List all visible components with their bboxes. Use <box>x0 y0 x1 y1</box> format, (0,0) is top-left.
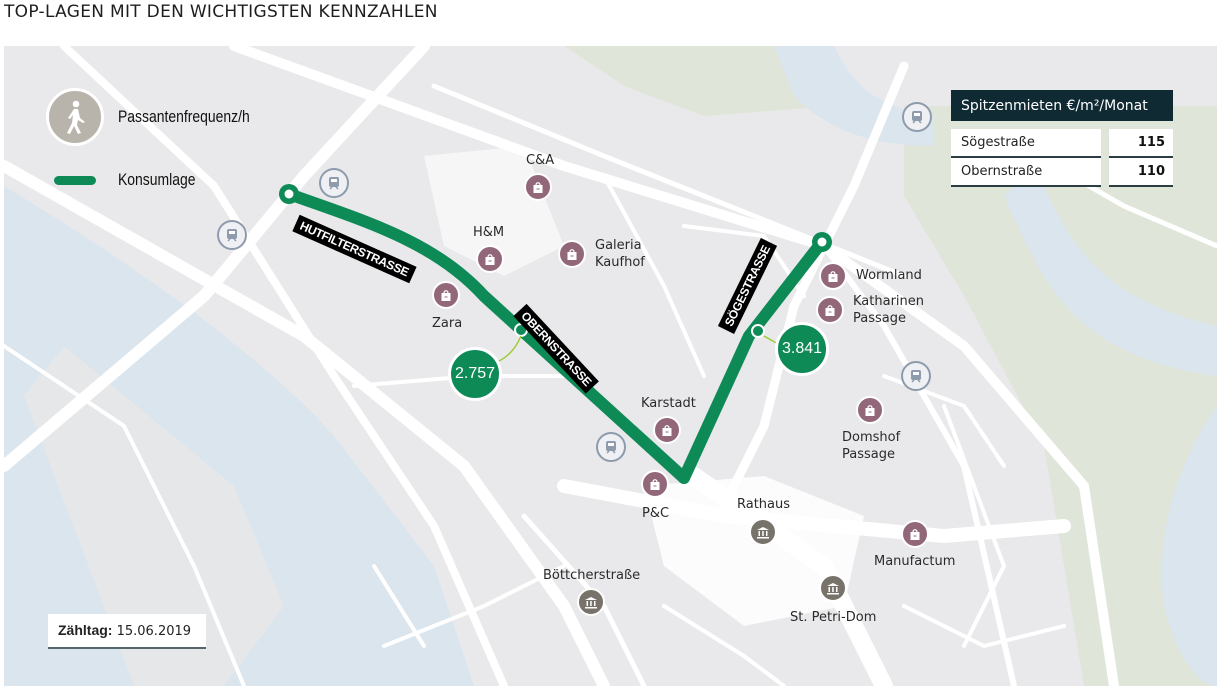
rent-value: 115 <box>1109 129 1173 158</box>
shopping-bag-icon[interactable] <box>641 470 669 498</box>
landmark-label-boettcherstrasse: Böttcherstraße <box>543 568 641 583</box>
shop-name-line2: Passage <box>842 447 895 462</box>
shop-label-karstadt: Karstadt <box>641 396 696 411</box>
legend-pedestrian-label: Passantenfrequenz/h <box>118 107 250 126</box>
landmark-building-icon[interactable] <box>749 518 777 546</box>
shopping-bag-icon[interactable] <box>816 296 844 324</box>
route-line-icon <box>54 175 96 185</box>
shopping-bag-icon[interactable] <box>819 262 847 290</box>
landmark-building-icon[interactable] <box>819 574 847 602</box>
legend-consumer: Konsumlage <box>54 170 213 190</box>
shop-name-line1: Katharinen <box>853 294 924 309</box>
shop-name-line1: Galeria <box>595 238 642 253</box>
rent-value: 110 <box>1109 158 1173 187</box>
map-base <box>4 46 1217 686</box>
shop-label-pc: P&C <box>642 506 670 521</box>
train-station-icon <box>217 220 247 250</box>
shop-name-line2: Passage <box>853 311 906 326</box>
rent-street: Obernstraße <box>951 158 1101 187</box>
rent-row: Sögestraße 115 <box>951 129 1173 158</box>
frequency-badge-soegestrasse: 3.841 <box>775 322 829 376</box>
count-day-label: Zähltag: <box>58 622 113 638</box>
shopping-bag-icon[interactable] <box>558 240 586 268</box>
landmark-label-st-petri-dom: St. Petri-Dom <box>790 610 877 625</box>
shopping-bag-icon[interactable] <box>901 520 929 548</box>
shopping-bag-icon[interactable] <box>524 173 552 201</box>
shopping-bag-icon[interactable] <box>432 281 460 309</box>
legend-pedestrian: Passantenfrequenz/h <box>46 88 279 146</box>
shop-label-zara: Zara <box>432 316 463 331</box>
train-station-icon <box>902 102 932 132</box>
page-title: TOP-LAGEN MIT DEN WICHTIGSTEN KENNZAHLEN <box>4 2 438 22</box>
shop-label-manufactum: Manufactum <box>874 554 956 569</box>
pedestrian-icon <box>46 88 104 146</box>
frequency-badge-obernstrasse: 2.757 <box>448 347 502 401</box>
rent-street: Sögestraße <box>951 129 1101 158</box>
train-station-icon <box>596 432 626 462</box>
count-day-date: 15.06.2019 <box>116 624 192 639</box>
rent-row: Obernstraße 110 <box>951 158 1173 187</box>
map[interactable]: Passantenfrequenz/h Konsumlage Spitzenmi… <box>4 46 1217 686</box>
consumer-route <box>283 188 828 484</box>
landmark-building-icon[interactable] <box>577 588 605 616</box>
train-station-icon <box>319 168 349 198</box>
train-station-icon <box>901 361 931 391</box>
legend-consumer-label: Konsumlage <box>118 170 196 189</box>
landmark-label-rathaus: Rathaus <box>737 497 791 512</box>
shopping-bag-icon[interactable] <box>653 416 681 444</box>
shop-label-wormland: Wormland <box>856 268 922 283</box>
shop-label-ca: C&A <box>526 153 555 168</box>
shop-name-line1: Domshof <box>842 430 901 445</box>
rent-table: Spitzenmieten €/m²/Monat Sögestraße 115 … <box>951 90 1173 187</box>
shopping-bag-icon[interactable] <box>476 245 504 273</box>
shop-name-line2: Kaufhof <box>595 255 645 270</box>
count-day-box: Zähltag: 15.06.2019 <box>48 614 206 649</box>
shop-label-hm: H&M <box>473 225 505 240</box>
shopping-bag-icon[interactable] <box>856 396 884 424</box>
rent-table-header: Spitzenmieten €/m²/Monat <box>951 90 1173 121</box>
